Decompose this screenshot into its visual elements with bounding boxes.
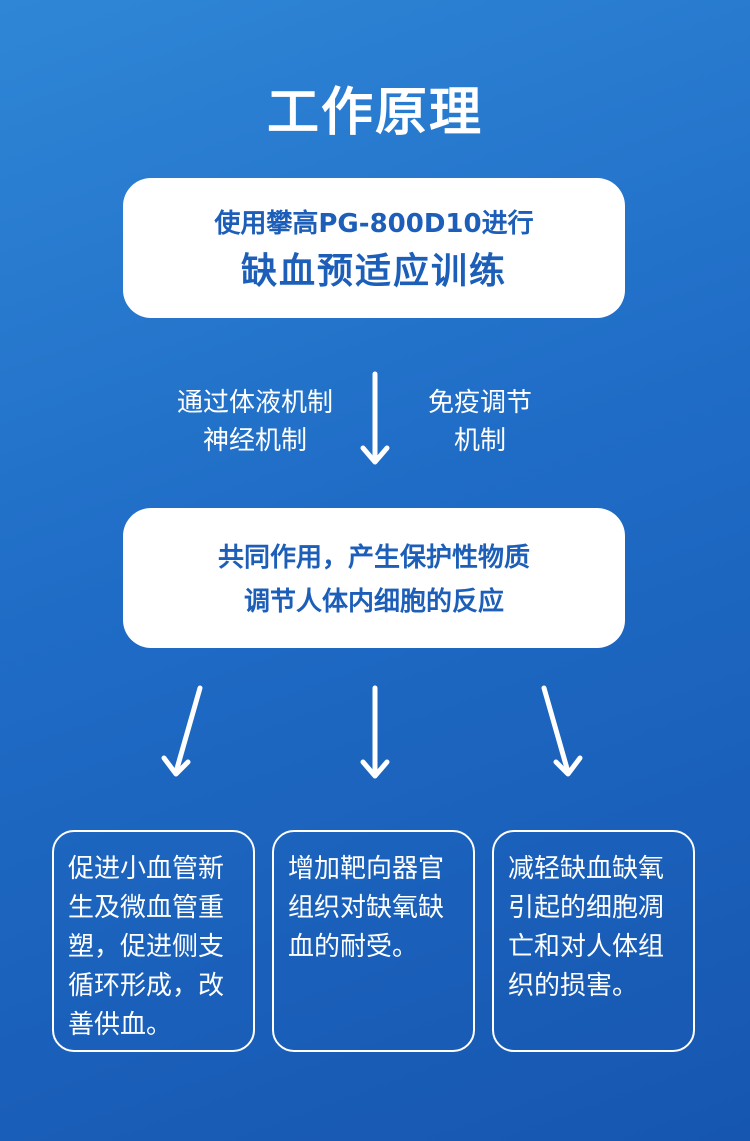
mechanism-right-line-2: 机制 — [453, 426, 506, 456]
effect-box-line-1: 共同作用，产生保护性物质 — [217, 543, 530, 573]
page-title: 工作原理 — [266, 83, 483, 143]
training-box-line-1: 使用攀高PG-800D10进行 — [214, 209, 534, 239]
training-box-line-2: 缺血预适应训练 — [240, 251, 507, 292]
mechanism-left: 通过体液机制 神经机制 — [150, 384, 360, 460]
mechanism-right: 免疫调节 机制 — [400, 384, 560, 460]
arrow-down-icon — [360, 685, 390, 779]
effect-card-2: 增加靶向器官组织对缺氧缺血的耐受。 — [272, 830, 475, 1052]
effect-card-3: 减轻缺血缺氧引起的细胞凋亡和对人体组织的损害。 — [492, 830, 695, 1052]
arrow-down-left-icon — [161, 685, 203, 777]
mechanism-right-line-1: 免疫调节 — [427, 388, 532, 418]
mechanism-left-line-1: 通过体液机制 — [176, 388, 333, 418]
arrow-down-right-icon — [541, 685, 583, 777]
effect-box: 共同作用，产生保护性物质 调节人体内细胞的反应 — [123, 508, 625, 648]
effect-box-line-2: 调节人体内细胞的反应 — [243, 587, 504, 617]
effect-card-1: 促进小血管新生及微血管重塑，促进侧支循环形成，改善供血。 — [52, 830, 255, 1052]
training-box: 使用攀高PG-800D10进行 缺血预适应训练 — [123, 178, 625, 318]
mechanism-left-line-2: 神经机制 — [202, 426, 307, 456]
arrow-down-icon — [360, 371, 390, 465]
